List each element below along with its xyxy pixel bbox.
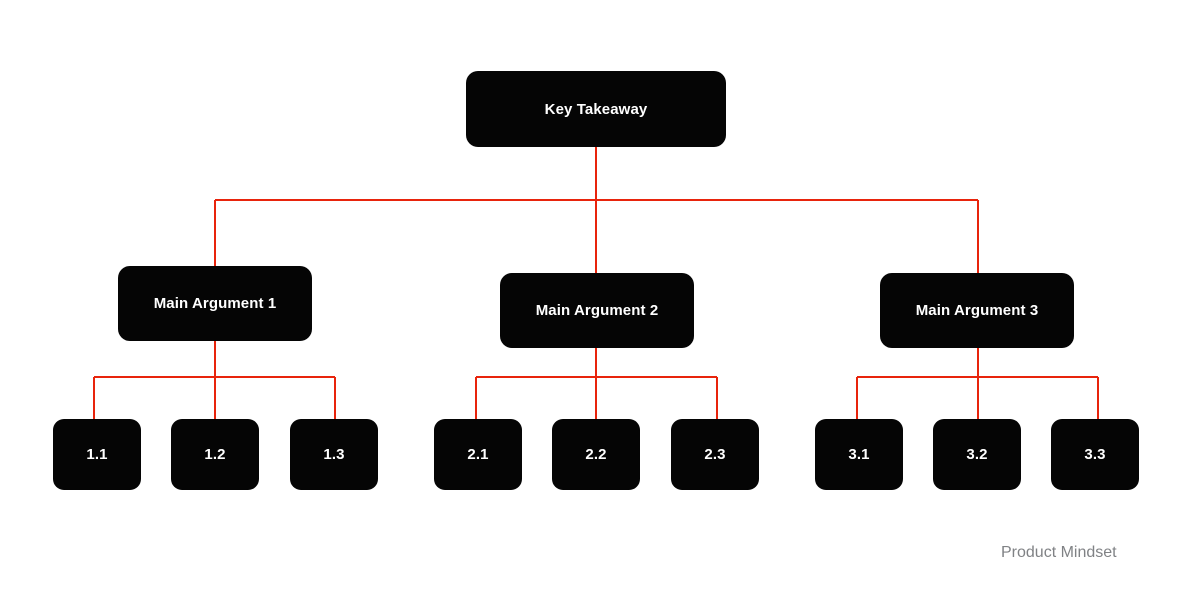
watermark-label: Product Mindset (1001, 544, 1117, 561)
node-1-1[interactable]: 1.1 (53, 419, 141, 490)
node-2-1[interactable]: 2.1 (434, 419, 522, 490)
node-main-argument-3[interactable]: Main Argument 3 (880, 273, 1074, 348)
node-main-argument-2[interactable]: Main Argument 2 (500, 273, 694, 348)
node-key-takeaway[interactable]: Key Takeaway (466, 71, 726, 147)
node-1-3[interactable]: 1.3 (290, 419, 378, 490)
node-3-3[interactable]: 3.3 (1051, 419, 1139, 490)
node-3-1[interactable]: 3.1 (815, 419, 903, 490)
node-1-2[interactable]: 1.2 (171, 419, 259, 490)
node-main-argument-1[interactable]: Main Argument 1 (118, 266, 312, 341)
node-2-3[interactable]: 2.3 (671, 419, 759, 490)
node-3-2[interactable]: 3.2 (933, 419, 1021, 490)
node-2-2[interactable]: 2.2 (552, 419, 640, 490)
